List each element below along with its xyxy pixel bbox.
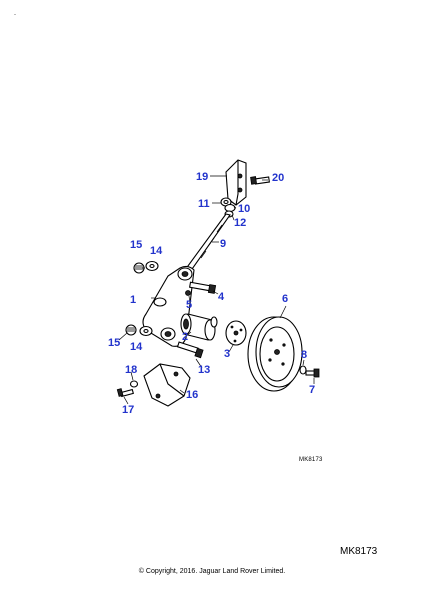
part-19-upper-bracket[interactable] xyxy=(225,159,247,206)
part-20-bolt[interactable] xyxy=(250,176,270,185)
callout-19: 19 xyxy=(196,171,208,183)
callout-labels: 19 20 11 10 12 9 15 14 1 4 5 2 6 15 14 3… xyxy=(108,171,315,416)
part-18-washer[interactable] xyxy=(129,380,139,388)
part-11-washer[interactable] xyxy=(220,197,232,207)
callout-2: 2 xyxy=(182,331,188,343)
part-16-lower-bracket[interactable] xyxy=(143,363,191,407)
callout-13: 13 xyxy=(198,364,210,376)
callout-4: 4 xyxy=(218,291,225,303)
part-14-washer-lower[interactable] xyxy=(139,325,153,337)
part-13-bolt[interactable] xyxy=(176,341,204,359)
callout-14-lower: 14 xyxy=(130,341,143,353)
callout-15-lower: 15 xyxy=(108,337,120,349)
part-8-washer[interactable] xyxy=(299,365,307,375)
callout-9: 9 xyxy=(220,238,226,250)
callout-14-upper: 14 xyxy=(150,245,163,257)
corner-mark xyxy=(14,14,16,15)
part-3-hub[interactable] xyxy=(225,320,247,346)
callout-1: 1 xyxy=(130,294,136,306)
callout-12: 12 xyxy=(234,217,246,229)
callout-17: 17 xyxy=(122,404,134,416)
diagram-reference: MK8173 xyxy=(340,546,378,557)
callout-15-upper: 15 xyxy=(130,239,142,251)
callout-5: 5 xyxy=(186,299,192,311)
callout-6: 6 xyxy=(282,293,288,305)
part-14-washer-upper[interactable] xyxy=(145,260,159,272)
callout-18: 18 xyxy=(125,364,137,376)
diagram-reference-small: MK8173 xyxy=(299,457,323,463)
callout-7: 7 xyxy=(309,384,315,396)
part-7-bolt[interactable] xyxy=(305,368,320,378)
copyright-notice: © Copyright, 2016. Jaguar Land Rover Lim… xyxy=(138,568,286,575)
part-5-nut[interactable] xyxy=(185,290,191,296)
callout-11: 11 xyxy=(198,198,210,210)
callout-20: 20 xyxy=(272,172,284,184)
callout-3: 3 xyxy=(224,348,230,360)
callout-8: 8 xyxy=(301,349,307,361)
part-10-washer[interactable] xyxy=(224,203,236,213)
leader-lines xyxy=(118,175,315,405)
callout-16: 16 xyxy=(186,389,198,401)
part-2-spacer[interactable] xyxy=(180,313,218,341)
part-4-bolt[interactable] xyxy=(188,281,217,294)
part-6-pulley[interactable] xyxy=(247,316,303,392)
part-17-bolt[interactable] xyxy=(116,388,134,398)
part-15-nut-lower[interactable] xyxy=(125,324,137,336)
part-15-nut-upper[interactable] xyxy=(133,262,145,274)
callout-10: 10 xyxy=(238,203,250,215)
